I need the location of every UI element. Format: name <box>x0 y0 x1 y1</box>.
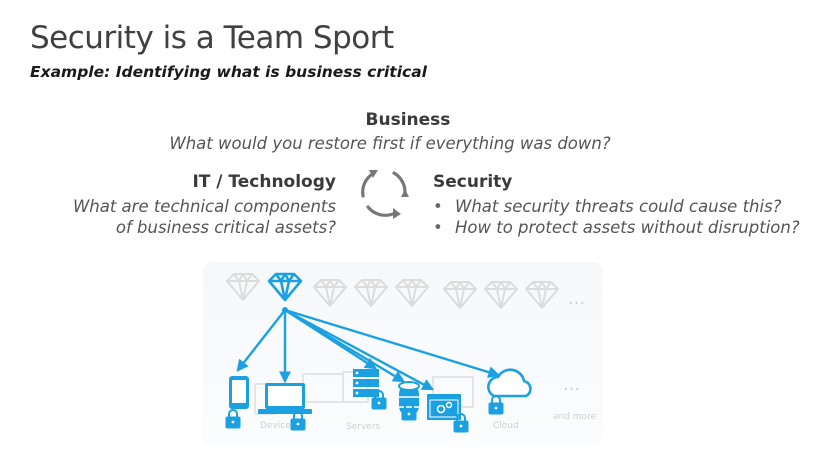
it-question: What are technical components of busines… <box>73 196 336 238</box>
app-window-icon <box>427 394 461 420</box>
more-bottom: ... <box>563 374 580 395</box>
business-question: What would you restore first if everythi… <box>169 134 611 153</box>
server-icon <box>353 369 379 397</box>
slide-title: Security is a Team Sport <box>30 20 394 56</box>
asset-diagram: ... Devices Servers Cloud and more <box>203 262 603 447</box>
security-bullet: What security threats could cause this? <box>431 196 800 217</box>
svg-text:Devices: Devices <box>260 421 296 431</box>
more-top: ... <box>568 288 585 309</box>
caption-cloud: Cloud <box>493 421 519 431</box>
it-question-line-1: What are technical components <box>72 197 336 216</box>
security-bullets: What security threats could cause this? … <box>431 196 800 238</box>
it-heading: IT / Technology <box>192 172 336 192</box>
security-bullet: How to protect assets without disruption… <box>431 217 800 238</box>
phone-icon <box>229 376 249 409</box>
it-question-line-2: of business critical assets? <box>115 218 336 237</box>
caption-and-more: and more <box>553 412 597 422</box>
security-heading: Security <box>433 172 513 192</box>
business-heading: Business <box>365 110 451 130</box>
cycle-arrows-icon <box>361 170 409 219</box>
caption-servers: Servers <box>346 422 381 432</box>
slide-subtitle: Example: Identifying what is business cr… <box>30 63 427 81</box>
laptop-icon <box>258 383 312 414</box>
cloud-icon <box>487 368 532 398</box>
